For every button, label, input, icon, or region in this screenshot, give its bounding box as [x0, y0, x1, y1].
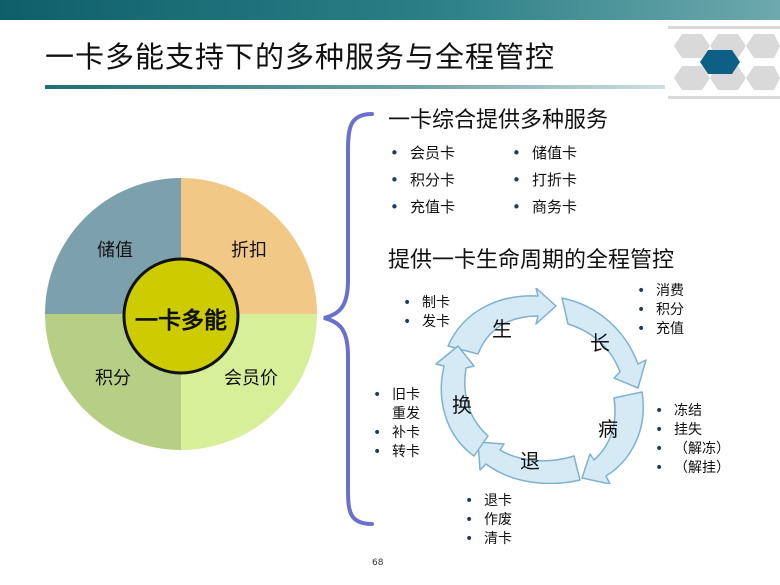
- list-item: 消费: [634, 282, 684, 301]
- list-item: 退卡: [462, 492, 512, 511]
- one-card-multi-function-diagram: 一卡多能 储值 折扣 积分 会员价: [45, 178, 317, 450]
- list-item: 积分卡: [388, 167, 455, 194]
- list-item: 制卡: [400, 294, 450, 313]
- stage-label-exit: 退: [520, 449, 540, 473]
- top-banner: [0, 0, 780, 20]
- quadrant-label-top-left: 储值: [97, 240, 133, 261]
- list-item: 充值卡: [388, 194, 455, 221]
- list-item: 储值卡: [510, 140, 577, 167]
- cycle-arrow-swap: [435, 345, 489, 457]
- list-item: 转卡: [370, 443, 420, 462]
- stage-label-birth: 生: [492, 317, 512, 341]
- cycle-arrow-sick: [581, 391, 644, 484]
- stage-label-sick: 病: [598, 417, 618, 441]
- list-item: 作废: [462, 511, 512, 530]
- services-list-col2: 储值卡 打折卡 商务卡: [510, 140, 577, 221]
- list-item: 打折卡: [510, 167, 577, 194]
- list-item: 充值: [634, 320, 684, 339]
- swap-list: 旧卡 重发 补卡 转卡: [370, 386, 420, 462]
- stage-label-grow: 长: [590, 331, 610, 355]
- center-label: 一卡多能: [135, 307, 227, 334]
- cycle-arrow-birth: [447, 288, 557, 355]
- grow-list: 消费 积分 充值: [634, 282, 684, 339]
- list-item: 清卡: [462, 530, 512, 549]
- services-list-col1: 会员卡 积分卡 充值卡: [388, 140, 455, 221]
- list-item: 补卡: [370, 424, 420, 443]
- list-item: 商务卡: [510, 194, 577, 221]
- list-item: 重发: [392, 406, 420, 422]
- page-title: 一卡多能支持下的多种服务与全程管控: [45, 40, 556, 74]
- sick-list: 冻结 挂失 （解冻） （解挂）: [652, 402, 730, 478]
- quadrant-label-bottom-left: 积分: [95, 368, 131, 389]
- list-item: 会员卡: [388, 140, 455, 167]
- lifecycle-heading: 提供一卡生命周期的全程管控: [388, 248, 675, 273]
- list-item: （解挂）: [652, 459, 730, 478]
- list-item: 积分: [634, 301, 684, 320]
- cycle-arrow-grow: [561, 297, 647, 389]
- birth-list: 制卡 发卡: [400, 294, 450, 332]
- list-item: （解冻）: [652, 440, 730, 459]
- title-underline: [45, 85, 665, 89]
- cycle-arrow-exit: [477, 441, 581, 484]
- page-number: 68: [372, 558, 384, 568]
- stage-label-swap: 换: [452, 393, 472, 417]
- quadrant-label-bottom-right: 会员价: [224, 368, 278, 389]
- exit-list: 退卡 作废 清卡: [462, 492, 512, 549]
- list-item: 挂失: [652, 421, 730, 440]
- lifecycle-cycle-diagram: 生 长 病 退 换: [435, 288, 647, 484]
- list-item: 冻结: [652, 402, 730, 421]
- list-item: 旧卡: [370, 386, 420, 405]
- list-item: 发卡: [400, 313, 450, 332]
- hexagon-decoration: [668, 26, 780, 99]
- center-circle: [122, 257, 240, 375]
- services-heading: 一卡综合提供多种服务: [388, 108, 609, 133]
- quadrant-label-top-right: 折扣: [231, 240, 267, 261]
- curly-brace: [323, 112, 374, 526]
